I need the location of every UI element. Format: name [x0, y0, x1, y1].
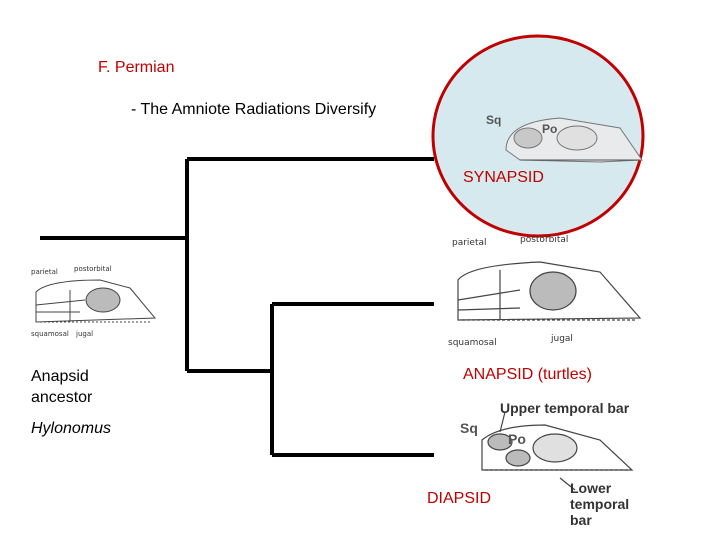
anapsid-jugal-label: jugal [551, 334, 573, 344]
ancestor-skull [35, 279, 157, 323]
genus-label: Hylonomus [31, 420, 112, 437]
tree-branches [40, 157, 434, 457]
ancestor-jugal-label: jugal [76, 330, 94, 338]
ancestor-parietal-label: parietal [31, 268, 58, 276]
anapsid-squamosal-label: squamosal [448, 338, 497, 348]
ancestor-line-2: ancestor [31, 389, 93, 406]
anapsid-postorbital-label: postorbital [520, 235, 569, 245]
ancestor-line-1: Anapsid [31, 368, 89, 385]
lower-bar-line-2: temporal [570, 496, 630, 512]
diapsid-upper-bar-label: Upper temporal bar [500, 400, 630, 416]
synapsid-sq-label: Sq [486, 113, 502, 127]
anapsid-label: ANAPSID (turtles) [463, 366, 592, 383]
slide-subtitle: - The Amniote Radiations Diversify [131, 101, 377, 118]
ancestor-postorbital-label: postorbital [74, 265, 112, 273]
synapsid-po-label: Po [542, 122, 558, 136]
lower-bar-line-3: bar [570, 512, 592, 528]
ancestor-squamosal-label: squamosal [31, 330, 69, 338]
lower-bar-line-1: Lower [570, 480, 612, 496]
anapsid-skull [457, 261, 642, 321]
diapsid-skull [481, 411, 634, 491]
synapsid-label: SYNAPSID [463, 169, 544, 186]
diapsid-lower-bar-label: Lower temporal bar [570, 480, 629, 528]
slide-title: F. Permian [98, 59, 175, 76]
synapsid-skull [505, 117, 643, 163]
diapsid-label: DIAPSID [427, 490, 492, 507]
diapsid-sq-label: Sq [460, 420, 478, 436]
diapsid-po-label: Po [508, 431, 526, 447]
anapsid-parietal-label: parietal [452, 238, 487, 248]
ancestor-label: Anapsid ancestor [31, 366, 92, 408]
